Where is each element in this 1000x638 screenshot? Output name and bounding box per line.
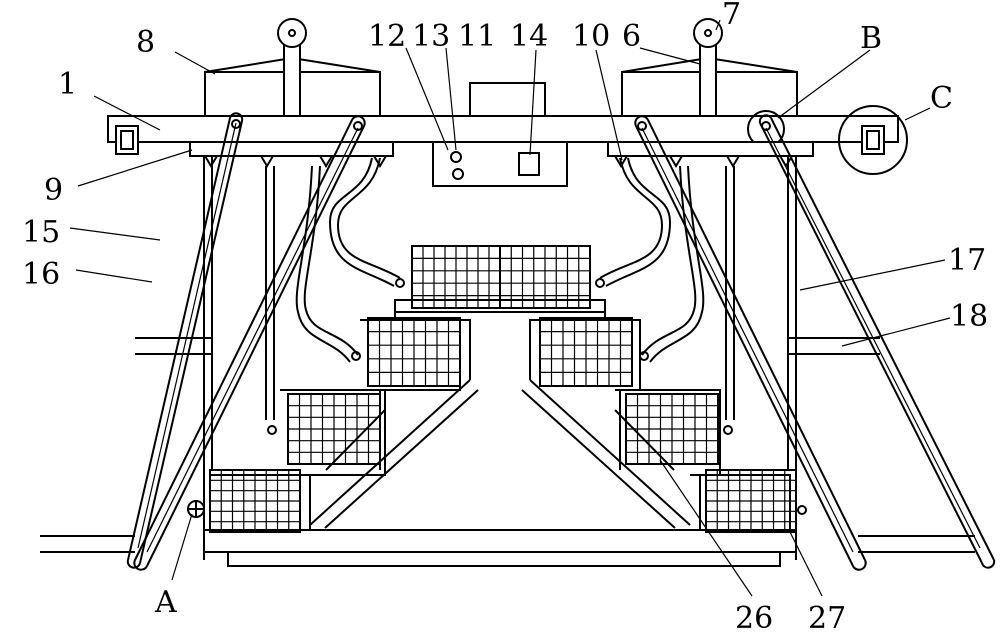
label-12: 12: [368, 19, 406, 54]
right-clamp: [861, 125, 885, 155]
left-mount-plate: [189, 141, 394, 157]
label-26: 26: [735, 601, 773, 636]
label-16: 16: [22, 257, 60, 292]
label-27: 27: [808, 601, 846, 636]
label-6: 6: [622, 19, 641, 54]
label-A: A: [154, 585, 177, 620]
label-17: 17: [948, 243, 986, 278]
label-13: 13: [412, 19, 450, 54]
part-labels: 1 8 12 13 11 14 10 6 7 B C 9 15 16 17 18…: [22, 0, 988, 636]
left-clamp: [115, 125, 139, 155]
control-panel: [432, 141, 568, 187]
label-11: 11: [458, 19, 496, 54]
label-14: 14: [510, 19, 548, 54]
label-1: 1: [58, 67, 77, 102]
label-C: C: [930, 81, 953, 116]
right-mount-plate: [607, 141, 814, 157]
grid-panels: [209, 245, 797, 533]
stepped-tray: [210, 299, 791, 530]
detail-circle-c: [838, 105, 908, 175]
label-10: 10: [572, 19, 610, 54]
frame-posts: [203, 156, 797, 560]
label-7: 7: [722, 0, 741, 32]
nozzle-tips: [267, 278, 807, 515]
diagonal-legs: [126, 112, 996, 571]
crossbars: [40, 337, 975, 553]
label-8: 8: [136, 25, 155, 60]
label-9: 9: [44, 173, 63, 208]
label-15: 15: [22, 215, 60, 250]
left-post: [277, 18, 307, 131]
leader-lines: [69, 19, 951, 597]
base-plate: [203, 529, 797, 567]
detail-circle-a: [187, 500, 205, 518]
hanging-nozzles: [204, 155, 793, 168]
label-18: 18: [950, 299, 988, 334]
label-B: B: [860, 21, 882, 56]
